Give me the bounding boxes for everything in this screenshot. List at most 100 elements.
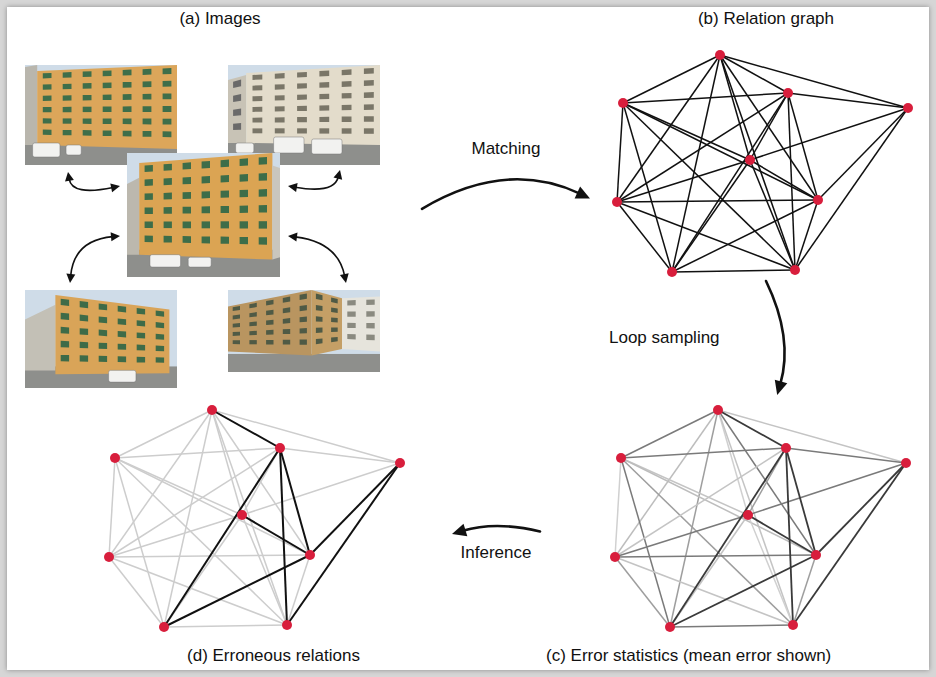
- arrow-head: [288, 233, 298, 242]
- graph-edge: [615, 458, 621, 557]
- graph-edge: [786, 448, 906, 463]
- window: [143, 119, 152, 125]
- window: [240, 237, 248, 244]
- arrow-line: [463, 526, 540, 532]
- window: [342, 81, 352, 87]
- window: [145, 179, 153, 186]
- window: [183, 177, 191, 184]
- window: [316, 328, 323, 333]
- window: [83, 107, 92, 112]
- graph-edge: [623, 55, 720, 103]
- figure-panel: (a) Images: [18, 6, 422, 396]
- car: [150, 255, 181, 267]
- window: [366, 299, 374, 305]
- relation-graph: [104, 405, 405, 632]
- window: [221, 237, 229, 244]
- window: [103, 71, 112, 77]
- graph-edge: [615, 410, 718, 557]
- graph-edge: [115, 448, 280, 458]
- window: [316, 338, 323, 344]
- window: [300, 340, 307, 345]
- window: [316, 305, 323, 311]
- window: [80, 315, 88, 322]
- window: [240, 174, 248, 182]
- car: [66, 145, 81, 155]
- arrow-label: Loop sampling: [606, 328, 723, 348]
- window: [253, 118, 263, 123]
- building-facade: [37, 65, 177, 149]
- graph-edge: [720, 55, 795, 270]
- window: [103, 95, 112, 101]
- window: [183, 221, 191, 228]
- building-facade: [55, 295, 169, 374]
- building-facade: [228, 75, 246, 143]
- window: [123, 106, 132, 112]
- window: [145, 193, 153, 200]
- window: [221, 191, 229, 198]
- graph-edge: [617, 200, 818, 202]
- figure-panel: (c) Error statistics (mean error shown): [540, 395, 936, 668]
- arrow-head: [775, 380, 788, 395]
- window: [163, 119, 172, 125]
- window: [266, 330, 273, 335]
- window: [183, 192, 191, 199]
- graph-vertex: [790, 265, 800, 275]
- window: [221, 175, 229, 183]
- arrow-head: [575, 187, 590, 199]
- window: [118, 344, 126, 350]
- graph-edge: [720, 55, 750, 160]
- label-holder: Loop sampling: [606, 328, 723, 348]
- photo-sky: [228, 65, 380, 165]
- window: [259, 205, 267, 213]
- window: [137, 357, 145, 363]
- window: [143, 81, 152, 87]
- window: [366, 311, 374, 317]
- window: [118, 318, 126, 325]
- photo: [127, 153, 280, 277]
- graph-edge: [795, 108, 908, 270]
- graph-vertex: [903, 103, 913, 113]
- graph-vertex: [275, 443, 285, 453]
- window: [43, 107, 52, 112]
- window: [342, 117, 352, 123]
- window: [99, 343, 107, 349]
- window: [123, 70, 132, 76]
- graph-edge: [287, 463, 400, 625]
- window: [61, 327, 69, 334]
- arrow-line: [422, 179, 580, 208]
- window: [143, 106, 152, 112]
- image-relation-arrows: [65, 170, 349, 283]
- panel-caption: (a) Images: [18, 9, 422, 29]
- window: [297, 72, 307, 78]
- photo-sky: [127, 153, 280, 277]
- window: [364, 104, 374, 110]
- window: [143, 94, 152, 100]
- window: [63, 72, 72, 78]
- window: [123, 119, 132, 125]
- graph-edge: [617, 93, 788, 202]
- graph-vertex: [159, 622, 169, 632]
- window: [342, 93, 352, 99]
- window: [300, 294, 307, 301]
- window: [63, 107, 72, 112]
- window: [233, 94, 241, 102]
- window: [43, 73, 52, 79]
- window: [259, 189, 267, 197]
- window: [275, 106, 285, 111]
- window: [275, 128, 285, 133]
- arrow-head: [66, 274, 75, 283]
- window: [233, 315, 240, 320]
- graph-edge: [670, 625, 793, 627]
- window: [156, 334, 164, 340]
- window: [249, 312, 256, 317]
- window: [123, 82, 132, 88]
- window: [137, 320, 145, 326]
- window: [233, 123, 241, 130]
- window: [80, 328, 88, 335]
- graph-edge: [617, 202, 795, 270]
- window: [266, 300, 273, 306]
- panel-caption: (c) Error statistics (mean error shown): [540, 646, 936, 666]
- arrow-head: [340, 273, 349, 283]
- building-facade: [127, 178, 139, 255]
